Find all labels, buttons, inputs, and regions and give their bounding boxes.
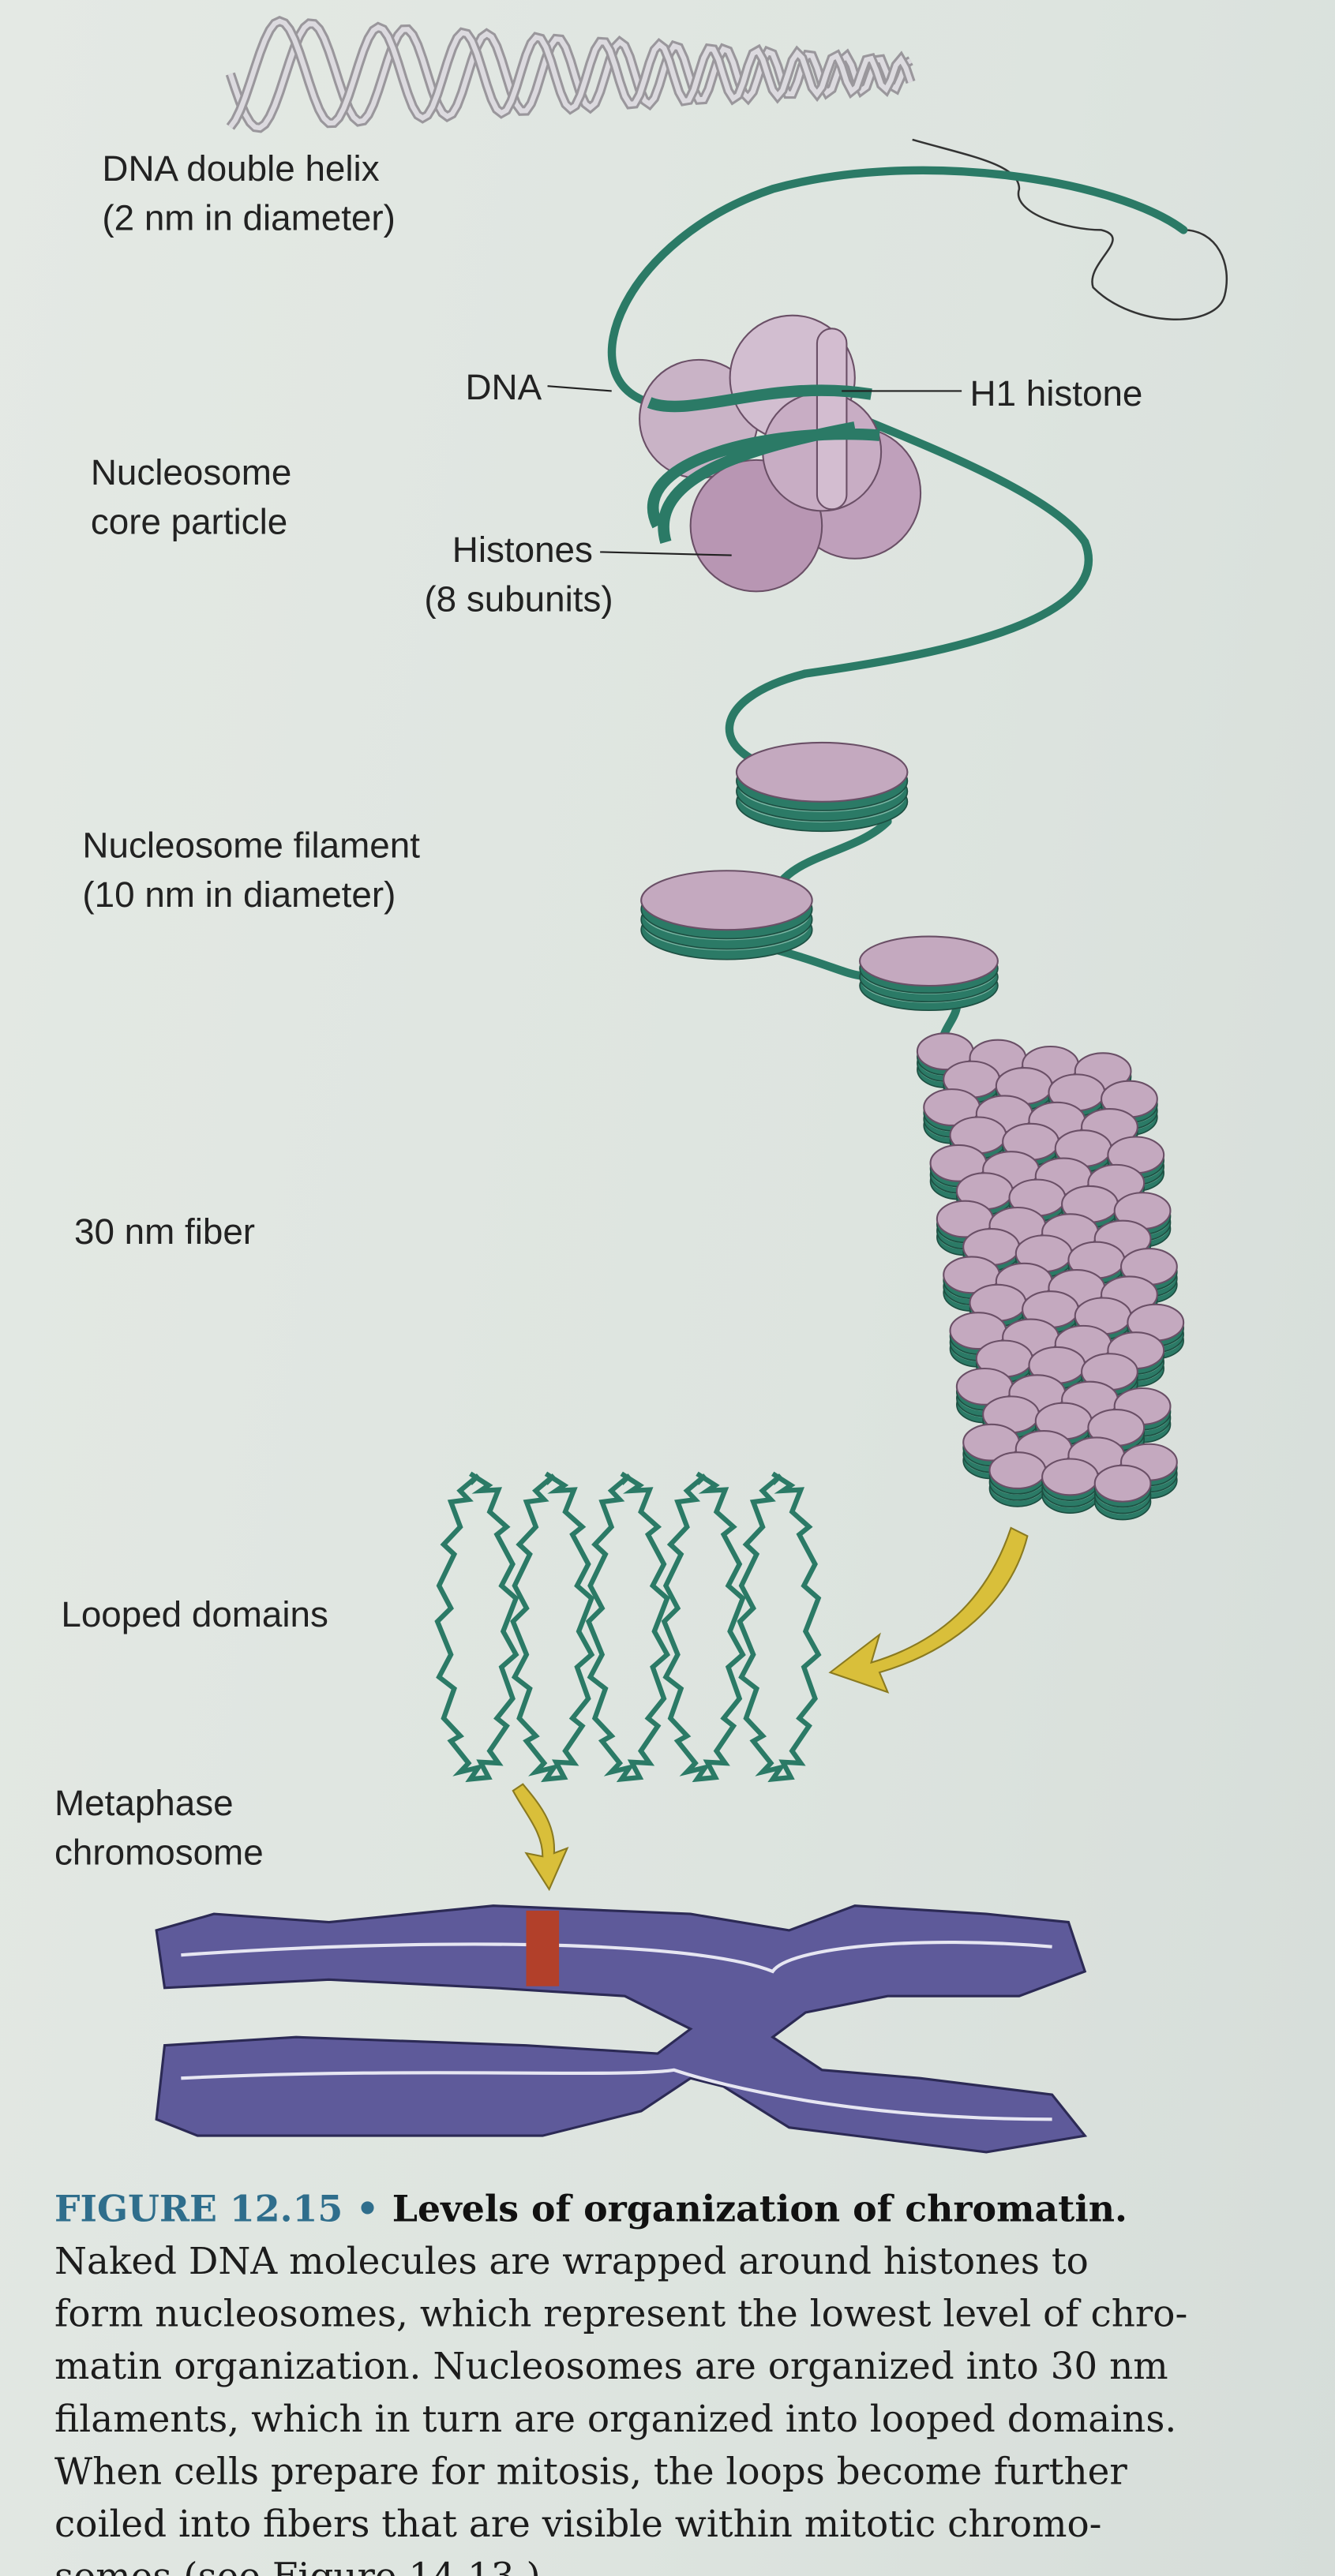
label-looped-domains: Looped domains [61, 1594, 328, 1634]
30nm-fiber [916, 1032, 1185, 1521]
label-histones: Histones [452, 530, 593, 570]
dna-strand-green [607, 166, 1188, 1073]
caption-line: Naked DNA molecules are wrapped around h… [54, 2241, 1089, 2283]
chromatin-loop [510, 1471, 595, 1783]
label-core-particle: core particle [91, 502, 287, 542]
label-nucleosome-filament: Nucleosome filament [82, 826, 420, 866]
nucleosome-disc [735, 741, 909, 803]
label-filament-size: (10 nm in diameter) [82, 874, 396, 915]
caption-line: somes (see Figure 14.13.) [54, 2556, 541, 2576]
nucleosome-filament [640, 741, 999, 1012]
nucleosome-core-particle [639, 314, 922, 593]
label-histone-subunits: (8 subunits) [424, 578, 613, 619]
label-30nm-fiber: 30 nm fiber [74, 1211, 255, 1252]
label-metaphase: Metaphase [54, 1783, 234, 1823]
looped-domains [434, 1471, 822, 1783]
nucleosome-disc [1093, 1464, 1152, 1503]
label-h1-histone: H1 histone [970, 373, 1143, 414]
caption-line: filaments, which in turn are organized i… [54, 2398, 1176, 2441]
chromatin-loop [434, 1471, 519, 1783]
chromatin-loop [585, 1471, 671, 1783]
caption-line: matin organization. Nucleosomes are orga… [54, 2346, 1168, 2388]
nucleosome-disc [859, 935, 999, 987]
chromatin-loop [661, 1471, 746, 1783]
centromere-band [526, 1910, 560, 1986]
caption-line: When cells prepare for mitosis, the loop… [54, 2451, 1127, 2493]
caption-title: Levels of organization of chromatin. [392, 2187, 1127, 2230]
caption-line: form nucleosomes, which represent the lo… [54, 2293, 1187, 2336]
arrow-icon [828, 1526, 1029, 1694]
label-dna-helix: DNA double helix [102, 148, 379, 189]
arrow-icon [512, 1783, 569, 1892]
svg-text:FIGURE 12.15•Levels of organiz: FIGURE 12.15 • Levels of organization of c… [54, 2187, 1127, 2230]
caption-bullet: • [356, 2187, 379, 2230]
caption-line: coiled into fibers that are visible with… [54, 2503, 1101, 2546]
metaphase-chromosome [155, 1904, 1088, 2154]
figure-number: FIGURE 12.15 [54, 2187, 343, 2230]
nucleosome-disc [1041, 1458, 1099, 1496]
label-dna: DNA [465, 367, 542, 407]
figure-caption: FIGURE 12.15 • Levels of organization of c… [54, 2187, 1187, 2576]
label-nucleosome: Nucleosome [91, 452, 291, 492]
helix-strand-highlight [228, 18, 913, 129]
dna-double-helix [225, 16, 916, 133]
label-chromosome: chromosome [54, 1833, 264, 1873]
chromatin-loop [737, 1471, 822, 1783]
nucleosome-disc [988, 1451, 1047, 1489]
nucleosome-disc [640, 870, 813, 931]
h1-histone-shape [816, 328, 848, 511]
label-dna-helix-size: (2 nm in diameter) [102, 197, 395, 238]
